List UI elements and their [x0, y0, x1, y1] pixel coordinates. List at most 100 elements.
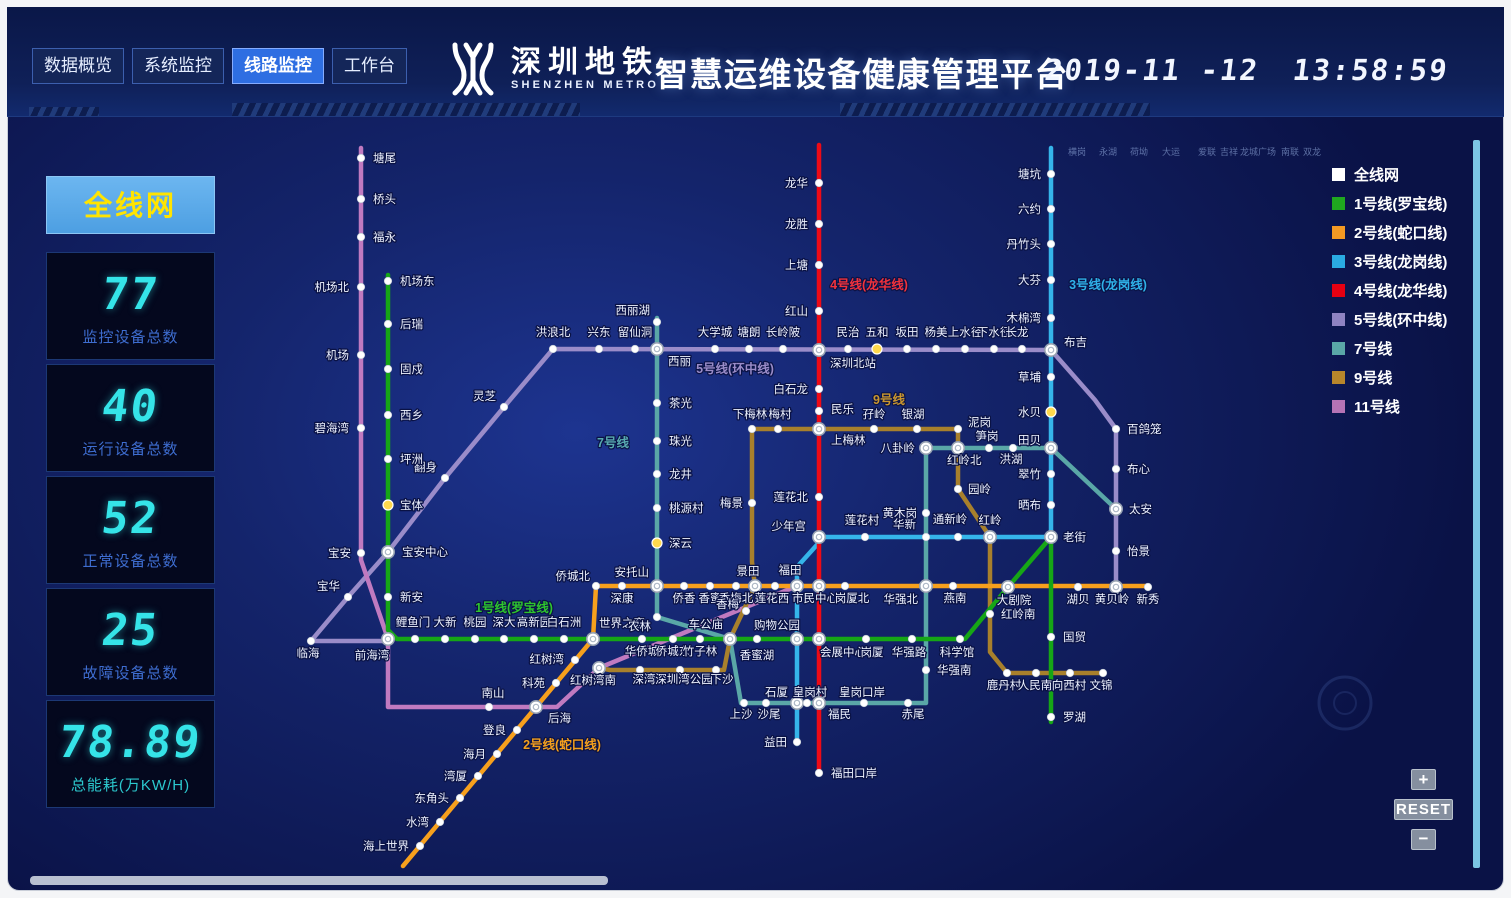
- station-益田[interactable]: 益田: [763, 734, 802, 750]
- station-深云[interactable]: 深云: [651, 535, 693, 551]
- station-车公庙[interactable]: 车公庙: [687, 616, 737, 646]
- station-田贝[interactable]: 田贝: [1017, 434, 1059, 455]
- station-坂田[interactable]: 坂田: [894, 325, 920, 354]
- station-布吉[interactable]: 布吉: [1044, 335, 1088, 357]
- station-莲花西[interactable]: 莲花西: [753, 581, 791, 606]
- station-机场北[interactable]: 机场北: [313, 279, 366, 295]
- station-百鸽笼[interactable]: 百鸽笼: [1111, 421, 1163, 437]
- station-福民[interactable]: 福民: [811, 695, 852, 722]
- station-孖岭[interactable]: 孖岭: [861, 406, 887, 434]
- station-红树湾[interactable]: 红树湾: [528, 651, 580, 667]
- station-深大[interactable]: 深大: [491, 614, 517, 644]
- station-岗厦[interactable]: 岗厦: [859, 634, 885, 660]
- station-布心[interactable]: 布心: [1111, 462, 1152, 477]
- station-岗厦北[interactable]: 岗厦北: [833, 581, 871, 606]
- station-罗湖[interactable]: 罗湖: [1046, 709, 1087, 725]
- station-红岭北[interactable]: 红岭北: [946, 440, 983, 468]
- station-上塘[interactable]: 上塘: [784, 257, 824, 273]
- station-杨美[interactable]: 杨美: [923, 324, 949, 354]
- station-深圳北站[interactable]: 深圳北站: [811, 342, 878, 371]
- station-大学城[interactable]: 大学城: [696, 324, 734, 354]
- station-西丽湖[interactable]: 西丽湖: [614, 302, 662, 327]
- station-桃园[interactable]: 桃园: [462, 614, 488, 644]
- station-民治[interactable]: 民治: [835, 324, 861, 354]
- station-梅景[interactable]: 梅景: [719, 495, 757, 511]
- station-大新[interactable]: 大新: [432, 614, 458, 644]
- station-洪湖[interactable]: 洪湖: [998, 443, 1024, 467]
- station-白石洲[interactable]: 白石洲: [545, 614, 583, 644]
- station-竹子林[interactable]: 竹子林: [681, 634, 719, 659]
- station-红岭[interactable]: 红岭: [977, 512, 1003, 544]
- station-深湾[interactable]: 深湾: [631, 665, 657, 687]
- station-华强路[interactable]: 华强路: [890, 634, 928, 660]
- legend-item-7号线[interactable]: 7号线: [1332, 334, 1447, 363]
- station-东角头[interactable]: 东角头: [413, 791, 465, 806]
- station-沙尾[interactable]: 沙尾: [756, 698, 782, 722]
- station-白石龙[interactable]: 白石龙: [772, 381, 824, 397]
- station-洪浪北[interactable]: 洪浪北: [534, 324, 572, 354]
- station-龙胜[interactable]: 龙胜: [784, 216, 824, 232]
- station-塘尾[interactable]: 塘尾: [356, 150, 397, 166]
- station-安托山[interactable]: 安托山: [613, 564, 664, 593]
- legend-item-2号线(蛇口线)[interactable]: 2号线(蛇口线): [1332, 218, 1447, 247]
- reset-button[interactable]: RESET: [1394, 799, 1453, 820]
- station-福田[interactable]: 福田: [777, 562, 804, 593]
- station-翻身[interactable]: 翻身: [413, 459, 450, 483]
- tab-数据概览[interactable]: 数据概览: [32, 48, 124, 84]
- legend-item-全线网[interactable]: 全线网: [1332, 160, 1447, 189]
- station-人民南[interactable]: 人民南: [1016, 668, 1054, 693]
- station-科学馆[interactable]: 科学馆: [938, 634, 976, 660]
- station-后瑞[interactable]: 后瑞: [383, 316, 424, 332]
- station-梅村[interactable]: 梅村: [767, 406, 793, 434]
- station-燕南[interactable]: 燕南: [942, 581, 968, 606]
- station-香蜜湖[interactable]: 香蜜湖: [738, 634, 776, 663]
- station-福田口岸[interactable]: 福田口岸: [814, 765, 878, 781]
- station-前海湾[interactable]: 前海湾: [353, 631, 395, 663]
- station-宝安中心[interactable]: 宝安中心: [380, 544, 450, 560]
- station-少年宫[interactable]: 少年宫: [770, 518, 826, 544]
- station-桃源村[interactable]: 桃源村: [652, 500, 705, 516]
- station-园岭[interactable]: 园岭: [953, 481, 993, 497]
- station-坪洲[interactable]: 坪洲: [383, 452, 424, 467]
- station-临海[interactable]: 临海: [295, 636, 321, 661]
- station-世界之窗[interactable]: 世界之窗: [585, 615, 646, 646]
- station-老街[interactable]: 老街: [1044, 529, 1088, 545]
- legend-item-11号线[interactable]: 11号线: [1332, 392, 1447, 421]
- legend-item-9号线[interactable]: 9号线: [1332, 363, 1447, 392]
- station-龙井[interactable]: 龙井: [652, 466, 693, 482]
- station-木棉湾[interactable]: 木棉湾: [1005, 310, 1056, 326]
- station-华强南[interactable]: 华强南: [921, 662, 973, 678]
- station-深康[interactable]: 深康: [609, 581, 635, 606]
- station-笋岗[interactable]: 笋岗: [974, 428, 1000, 453]
- station-南山[interactable]: 南山: [480, 685, 506, 712]
- station-民乐[interactable]: 民乐: [814, 402, 856, 417]
- station-六约[interactable]: 六约: [1017, 201, 1056, 217]
- station-晒布[interactable]: 晒布: [1017, 498, 1056, 513]
- station-香梅北[interactable]: 香梅北: [717, 581, 755, 606]
- station-赤尾[interactable]: 赤尾: [900, 698, 926, 722]
- station-鹿丹村[interactable]: 鹿丹村: [985, 668, 1023, 693]
- station-鲤鱼门[interactable]: 鲤鱼门: [394, 614, 432, 644]
- station-宝华[interactable]: 宝华: [316, 578, 353, 602]
- station-长龙[interactable]: 长龙: [1004, 325, 1030, 354]
- station-科苑[interactable]: 科苑: [521, 675, 561, 691]
- station-国贸[interactable]: 国贸: [1046, 630, 1087, 645]
- station-农林[interactable]: 农林: [627, 612, 662, 634]
- station-灵芝[interactable]: 灵芝: [472, 389, 509, 412]
- station-塘朗[interactable]: 塘朗: [736, 324, 762, 354]
- legend-item-5号线(环中线)[interactable]: 5号线(环中线): [1332, 305, 1447, 334]
- station-侨城东[interactable]: 侨城东: [654, 634, 692, 659]
- station-塘坑[interactable]: 塘坑: [1017, 166, 1056, 182]
- station-福永[interactable]: 福永: [356, 229, 398, 245]
- station-银湖[interactable]: 银湖: [900, 406, 926, 434]
- station-怡景[interactable]: 怡景: [1111, 543, 1151, 559]
- station-深圳湾公园[interactable]: 深圳湾公园: [654, 665, 714, 687]
- station-景田[interactable]: 景田: [735, 564, 762, 593]
- station-向西村[interactable]: 向西村: [1050, 668, 1088, 693]
- station-宝安[interactable]: 宝安: [327, 545, 366, 561]
- station-皇岗口岸[interactable]: 皇岗口岸: [838, 684, 886, 708]
- station-后海[interactable]: 后海: [528, 699, 573, 726]
- legend-item-1号线(罗宝线)[interactable]: 1号线(罗宝线): [1332, 189, 1447, 218]
- station-长岭陂[interactable]: 长岭陂: [764, 324, 802, 354]
- station-机场东[interactable]: 机场东: [383, 273, 436, 289]
